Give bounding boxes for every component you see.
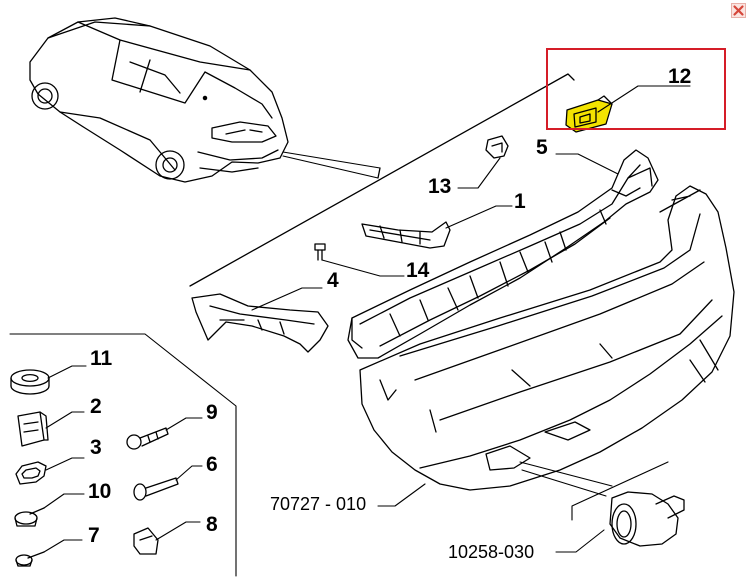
callout-bumper-code: 70727 - 010: [270, 494, 367, 514]
part-12-bracket: [565, 95, 613, 133]
part-2-clip: [17, 411, 49, 447]
callout-1: 1: [514, 190, 526, 213]
callout-11: 11: [90, 347, 113, 370]
callout-6: 6: [206, 453, 218, 476]
callout-pipe-code: 10258-030: [448, 542, 535, 562]
close-button[interactable]: [731, 3, 746, 18]
callout-2: 2: [90, 395, 102, 418]
part-11-grommet: [10, 369, 50, 395]
callout-13: 13: [428, 175, 452, 198]
part-1-bracket: [361, 221, 451, 249]
bumper-drawing: [359, 185, 735, 491]
part-4-bracket: [191, 293, 329, 353]
callout-8: 8: [206, 513, 218, 536]
callout-5: 5: [536, 136, 548, 159]
part-8-clip: [133, 527, 159, 555]
part-6-stud: [133, 477, 179, 501]
callout-14: 14: [406, 259, 430, 282]
part-12-highlight-box: [546, 48, 726, 130]
part-10-pin: [14, 507, 45, 527]
callout-3: 3: [90, 436, 102, 459]
part-9-bolt: [126, 427, 169, 450]
part-7-screw: [15, 551, 45, 567]
callout-9: 9: [206, 401, 218, 424]
callout-12: 12: [668, 65, 692, 88]
callout-10: 10: [88, 480, 112, 503]
close-icon: [731, 3, 746, 18]
callout-4: 4: [327, 269, 339, 292]
car-overview-drawing: [29, 17, 289, 183]
part-14-screw: [314, 243, 326, 261]
part-5-beam: [347, 149, 659, 359]
exhaust-tip-drawing: [609, 491, 685, 547]
part-3-ring: [15, 461, 47, 485]
part-13-clip: [485, 135, 509, 159]
callout-7: 7: [88, 524, 100, 547]
